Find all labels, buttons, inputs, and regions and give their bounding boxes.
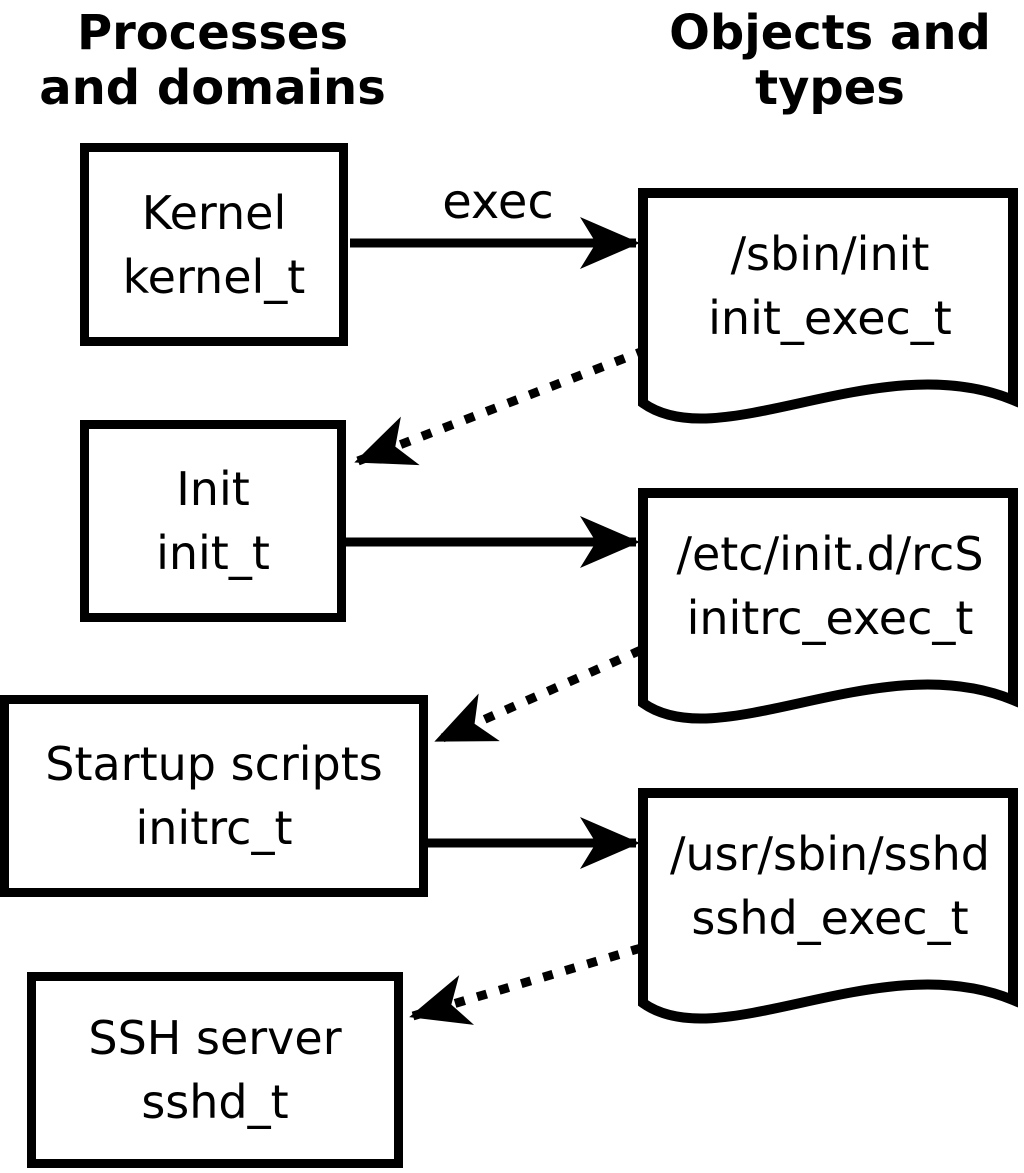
process-box-ssh-server: SSH server sshd_t [27, 972, 403, 1168]
column-header-processes-line2: and domains [39, 60, 386, 116]
file-type-label: sshd_exec_t [691, 891, 969, 945]
column-header-processes: Processes and domains [25, 6, 400, 116]
process-label: SSH server [88, 1011, 342, 1065]
process-box-startup-scripts: Startup scripts initrc_t [0, 695, 428, 897]
process-label: Kernel [141, 185, 287, 240]
file-path-label: /usr/sbin/sshd [670, 827, 990, 881]
domain-type-label: init_t [156, 526, 270, 580]
column-header-objects-line1: Objects and [669, 5, 991, 61]
transition-arrow-initrc-exec-to-initrc-t [434, 645, 643, 745]
column-header-processes-line1: Processes [76, 5, 349, 61]
document-shape-usr-sbin-sshd [638, 788, 1018, 1024]
file-type-label: init_exec_t [708, 291, 952, 345]
column-header-objects: Objects and types [645, 6, 1015, 116]
process-label: Startup scripts [45, 737, 383, 791]
object-doc-sbin-init: /sbin/init init_exec_t [655, 222, 1005, 350]
domain-type-label: kernel_t [122, 249, 306, 304]
domain-type-label: initrc_t [135, 801, 293, 855]
process-box-kernel: Kernel kernel_t [80, 143, 348, 346]
object-doc-usr-sbin-sshd: /usr/sbin/sshd sshd_exec_t [655, 822, 1005, 950]
document-shape-sbin-init [638, 188, 1018, 424]
domain-type-label: sshd_t [141, 1075, 289, 1129]
transition-arrow-init-exec-to-init-t [354, 345, 648, 466]
column-header-objects-line2: types [755, 60, 905, 116]
file-type-label: initrc_exec_t [686, 591, 974, 645]
object-doc-etc-initd-rcs: /etc/init.d/rcS initrc_exec_t [655, 522, 1005, 650]
process-label: Init [176, 462, 250, 516]
process-box-init: Init init_t [80, 420, 346, 622]
file-path-label: /etc/init.d/rcS [676, 527, 984, 581]
exec-arrow-label: exec [442, 174, 554, 230]
transition-arrow-sshd-exec-to-sshd-t [409, 943, 643, 1025]
file-path-label: /sbin/init [730, 227, 930, 281]
document-shape-etc-initd-rcs [638, 488, 1018, 724]
